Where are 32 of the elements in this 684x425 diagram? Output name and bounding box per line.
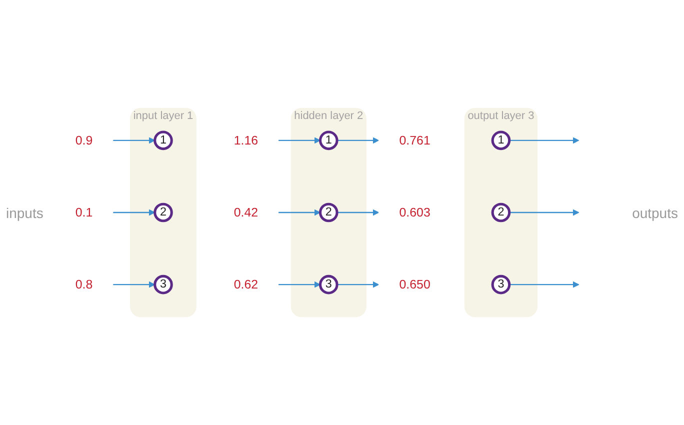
node-circle: 1 (492, 130, 511, 150)
node-text: 0.42 (234, 205, 258, 220)
arrow (114, 281, 156, 288)
arrow (278, 137, 321, 144)
node-circle: 1 (319, 130, 339, 150)
side-label: inputs (5, 204, 44, 220)
node-circle: 2 (154, 202, 174, 222)
node-circle: 3 (492, 274, 511, 294)
node-text: 0.1 (76, 205, 94, 220)
node-text: 0.650 (400, 277, 431, 292)
node-text: 1.16 (234, 133, 258, 148)
node-circle: 3 (319, 274, 339, 294)
node-text: 0.8 (76, 277, 94, 292)
node-circle: 2 (319, 202, 339, 222)
side-label: outputs (631, 204, 679, 220)
arrow (278, 209, 321, 216)
arrow (114, 137, 156, 144)
arrow (337, 137, 380, 144)
arrow (510, 281, 580, 288)
arrow (510, 137, 580, 144)
arrow (337, 209, 380, 216)
arrow (114, 209, 156, 216)
node-text: 0.603 (400, 205, 431, 220)
arrow (510, 209, 580, 216)
node-text: 0.761 (400, 133, 431, 148)
node-circle: 1 (154, 130, 174, 150)
node-text: 0.9 (76, 133, 94, 148)
node-circle: 3 (154, 274, 174, 294)
node-text: 0.62 (234, 277, 258, 292)
node-circle: 2 (492, 202, 511, 222)
arrow (337, 281, 380, 288)
arrow (278, 281, 321, 288)
